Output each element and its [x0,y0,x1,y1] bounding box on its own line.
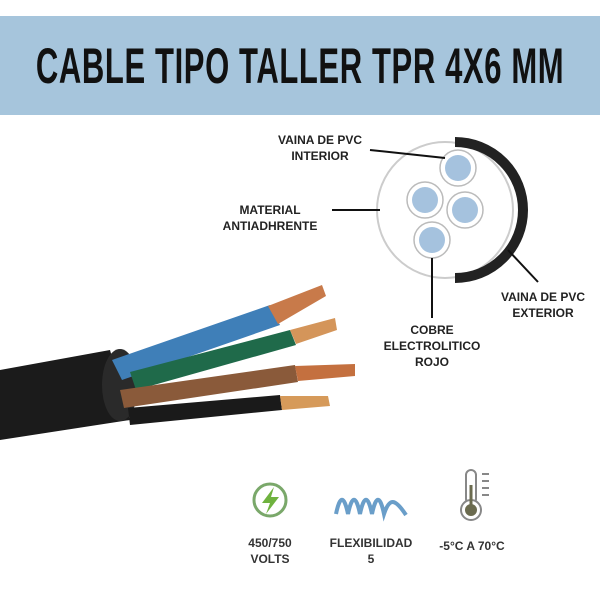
spec-line: 5 [367,552,375,566]
label-copper: COBRE ELECTROLITICO ROJO [372,322,492,370]
spec-flexibility: FLEXIBILIDAD 5 [316,535,426,567]
spec-temperature: -5°C A 70°C [417,538,527,554]
label-line: ANTIADHRENTE [222,219,318,233]
label-line: ELECTROLITICO [383,339,481,353]
spec-voltage: 450/750 VOLTS [215,535,325,567]
label-inner-sheath: VAINA DE PVC INTERIOR [265,132,375,164]
label-anti-adhesive: MATERIAL ANTIADHRENTE [210,202,330,234]
cross-section-diagram [332,137,539,318]
page-title: CABLE TIPO TALLER TPR 4X6 MM [35,37,565,94]
spec-line: 450/750 [248,536,292,550]
thermometer-icon [460,469,489,521]
spec-line: FLEXIBILIDAD [329,536,413,550]
spec-line: VOLTS [250,552,290,566]
title-banner: CABLE TIPO TALLER TPR 4X6 MM [0,16,600,115]
label-line: EXTERIOR [512,306,574,320]
label-line: VAINA DE PVC [277,133,362,147]
label-line: MATERIAL [239,203,301,217]
label-line: COBRE [410,323,454,337]
label-line: ROJO [414,355,449,369]
label-line: VAINA DE PVC [500,290,585,304]
lightning-icon [252,482,288,518]
spec-line: -5°C A 70°C [439,539,505,553]
label-outer-sheath: VAINA DE PVC EXTERIOR [488,289,598,321]
cable-photo [0,285,355,440]
flexibility-wave-icon [334,497,408,522]
label-line: INTERIOR [291,149,349,163]
